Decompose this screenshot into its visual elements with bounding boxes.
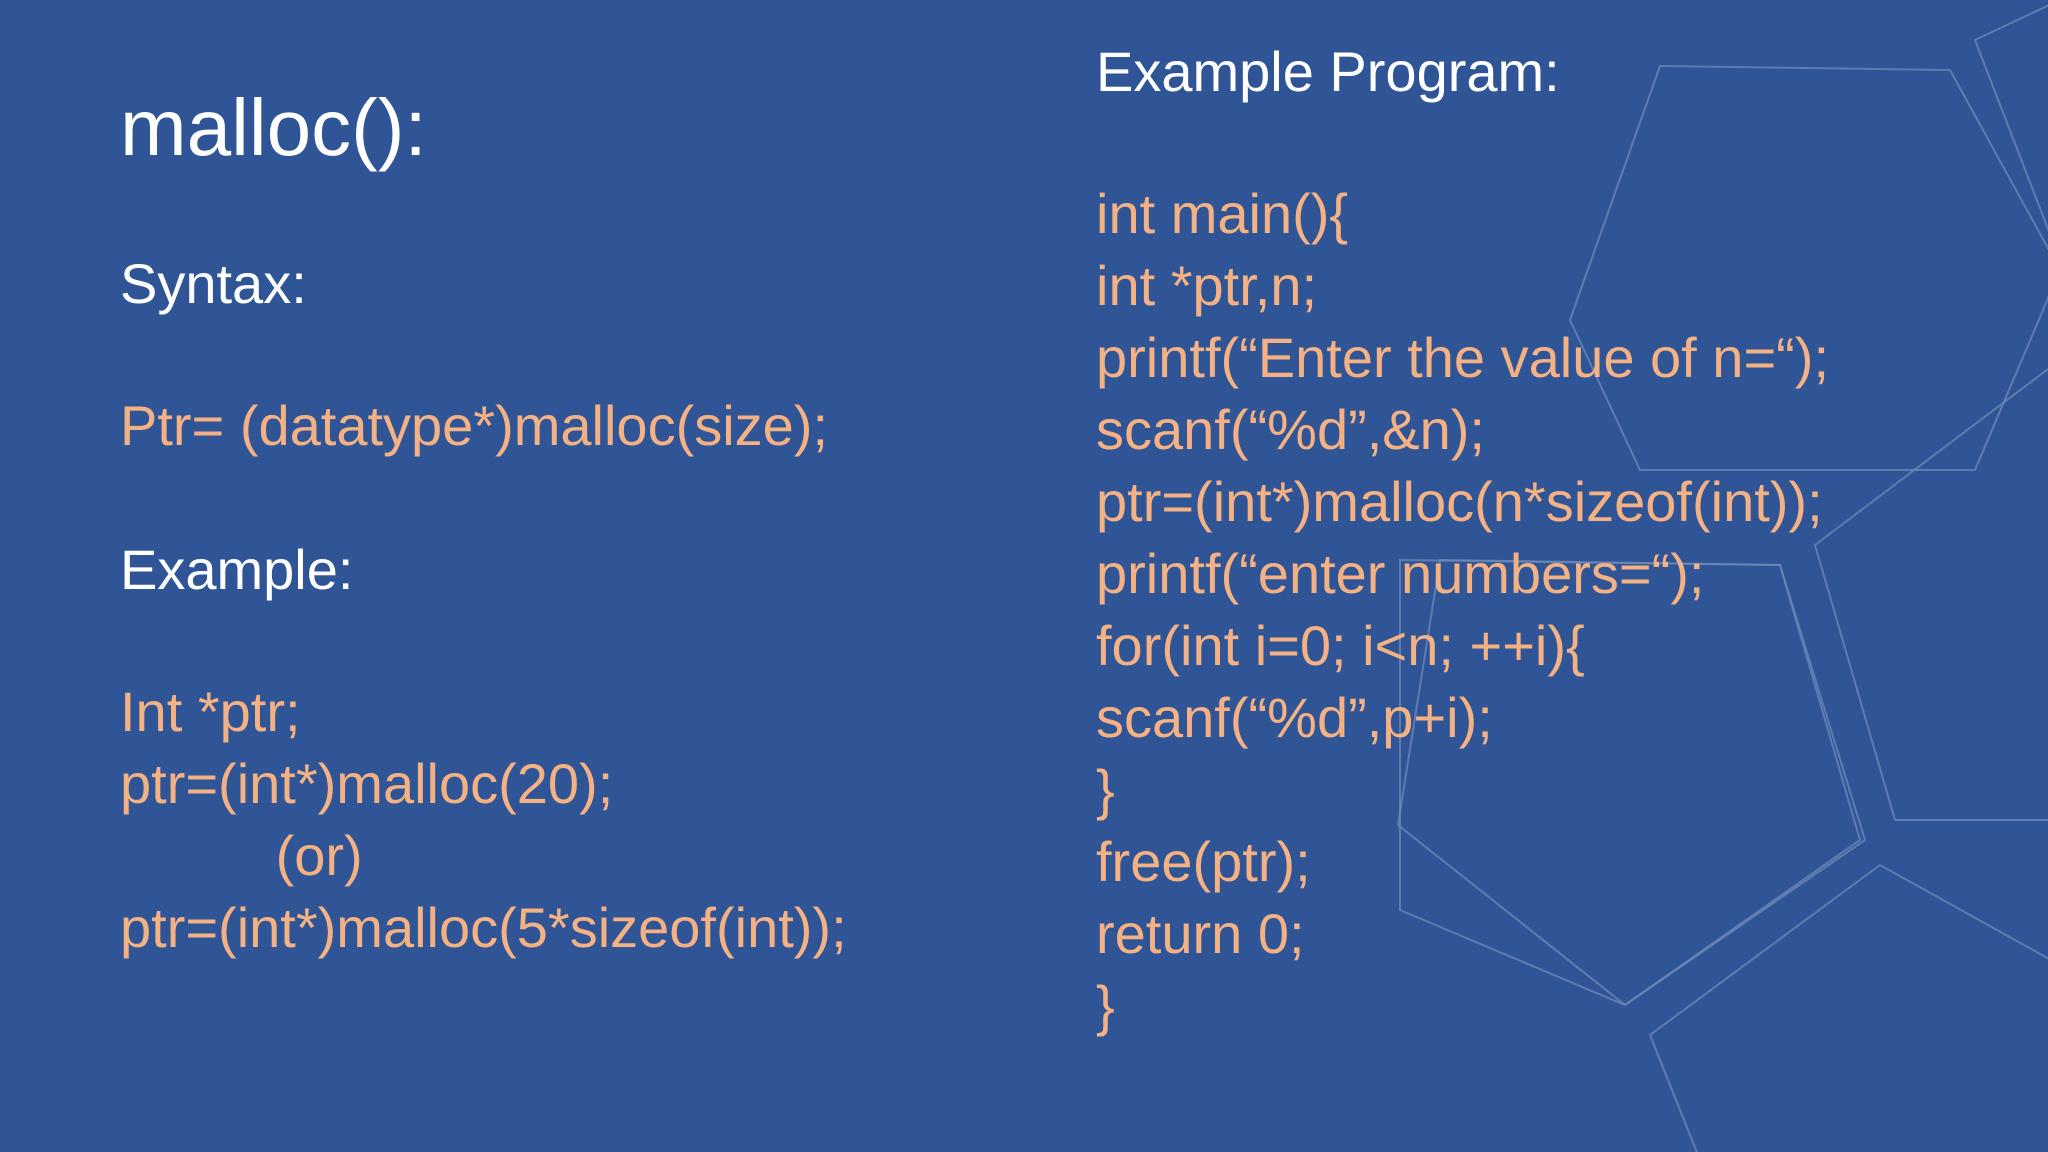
program-code-line: } — [1096, 758, 1115, 821]
program-code-line: int main(){ — [1096, 182, 1349, 245]
program-code-line: for(int i=0; i<n; ++i){ — [1096, 614, 1585, 677]
program-code-line: return 0; — [1096, 902, 1305, 965]
example-heading: Example: — [120, 538, 354, 601]
program-code-block: int main(){ int *ptr,n; printf(“Enter th… — [1096, 178, 1829, 1042]
decor-hexagon-5 — [1813, 367, 2048, 821]
program-code-line: } — [1096, 974, 1115, 1037]
program-heading: Example Program: — [1096, 40, 1560, 103]
right-column: Example Program: int main(){ int *ptr,n;… — [1096, 0, 2026, 1152]
example-code-line: ptr=(int*)malloc(20); — [120, 752, 614, 815]
decor-hexagon-3 — [1396, 558, 1867, 1007]
program-code-line: printf(“enter numbers=“); — [1096, 542, 1705, 605]
syntax-code: Ptr= (datatype*)malloc(size); — [120, 394, 829, 457]
example-code-line: Int *ptr; — [120, 680, 301, 743]
decor-hexagon-4 — [1973, 4, 2048, 232]
example-code-block: Int *ptr; ptr=(int*)malloc(20); (or) ptr… — [120, 676, 847, 964]
program-code-line: printf(“Enter the value of n=“); — [1096, 326, 1830, 389]
example-code-line: ptr=(int*)malloc(5*sizeof(int)); — [120, 896, 847, 959]
program-code-line: int *ptr,n; — [1096, 254, 1318, 317]
program-code-line: scanf(“%d”,p+i); — [1096, 686, 1493, 749]
program-code-line: ptr=(int*)malloc(n*sizeof(int)); — [1096, 470, 1823, 533]
example-code-line: (or) — [120, 824, 363, 887]
slide-title: malloc(): — [120, 83, 427, 172]
decor-hexagon-1 — [1568, 64, 2048, 471]
program-code-line: scanf(“%d”,&n); — [1096, 398, 1485, 461]
program-code-line: free(ptr); — [1096, 830, 1311, 893]
syntax-heading: Syntax: — [120, 252, 307, 315]
decor-hexagon-6 — [1648, 863, 2048, 1152]
left-column: malloc(): Syntax: Ptr= (datatype*)malloc… — [120, 0, 1020, 1152]
